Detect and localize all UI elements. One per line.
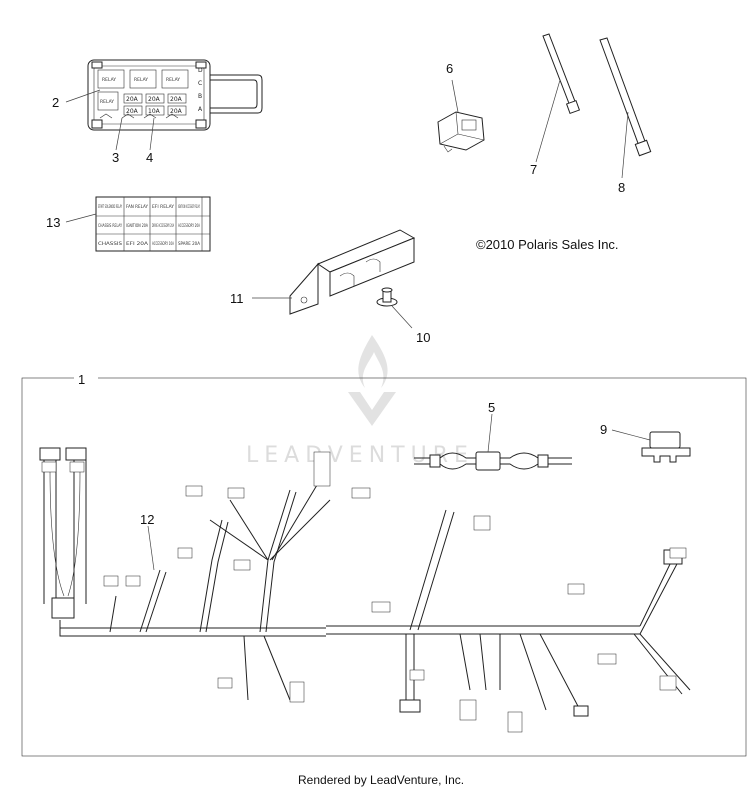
- decal-r2c3: DRIVE ACCESSORY 20A: [152, 223, 174, 229]
- harness-frame: [21, 377, 747, 757]
- watermark-logo: LEADVENTURE: [246, 335, 468, 468]
- decal-r3c4: SPARE 20A: [178, 241, 201, 247]
- col-letter-c: C: [198, 80, 202, 87]
- relay-label-3: RELAY: [166, 77, 180, 83]
- callout-1: 1: [78, 372, 85, 387]
- pushpin-part: [376, 287, 398, 307]
- fuse-r1-2: 20A: [148, 96, 161, 103]
- inline-fuse-harness: [414, 451, 572, 471]
- fuse-r1-3: 20A: [170, 96, 183, 103]
- decal-r1c3: EFI RELAY: [152, 204, 174, 210]
- callout-10: 10: [416, 330, 430, 345]
- leader-8: [621, 111, 629, 179]
- leader-3: [115, 117, 123, 151]
- fuse-r1-1: 20A: [126, 96, 139, 103]
- fuse-r2-3: 20A: [170, 108, 183, 115]
- col-letter-a: A: [198, 106, 203, 113]
- fuse-decal: START SOLENOID RELAY FAN RELAY EFI RELAY…: [95, 196, 211, 252]
- col-letter-b: B: [198, 93, 202, 100]
- leader-5: [487, 413, 493, 453]
- decal-r3c1: CHASSIS: [98, 241, 122, 247]
- decal-r1c4: IGNITION ACCESSORY RELAY: [178, 204, 200, 210]
- fuse-box: RELAY RELAY RELAY RELAY 20A 20A 20A 20A …: [87, 59, 263, 131]
- fuse-part: [641, 431, 691, 463]
- leader-10: [391, 305, 413, 329]
- leader-6: [451, 79, 459, 113]
- leader-9: [611, 429, 651, 441]
- decal-r3c2: EFI 20A: [126, 241, 149, 247]
- copyright-text: ©2010 Polaris Sales Inc.: [476, 237, 619, 252]
- bracket-part: [289, 229, 416, 315]
- callout-6: 6: [446, 61, 453, 76]
- col-letter-d: D: [198, 67, 203, 74]
- callout-3: 3: [112, 150, 119, 165]
- leader-12: [147, 525, 155, 571]
- decal-r1c1: START SOLENOID RELAY: [98, 204, 122, 210]
- harness-right: [326, 509, 691, 717]
- relay-label-4: RELAY: [100, 99, 114, 105]
- leader-7: [535, 79, 561, 163]
- callout-4: 4: [146, 150, 153, 165]
- callout-8: 8: [618, 180, 625, 195]
- connector-part: [437, 111, 485, 153]
- callout-11: 11: [230, 291, 244, 306]
- decal-r2c4: ACCESSORY 20A: [178, 223, 201, 229]
- relay-label-1: RELAY: [102, 77, 116, 83]
- cable-tie-small: [542, 33, 581, 115]
- harness-tags: [41, 451, 687, 733]
- harness-left: [39, 447, 331, 701]
- relay-label-2: RELAY: [134, 77, 148, 83]
- cable-tie-large: [599, 37, 652, 157]
- footer-credit: Rendered by LeadVenture, Inc.: [298, 773, 464, 787]
- leader-4: [149, 117, 155, 151]
- decal-r2c1: CHASSIS RELAY: [98, 223, 122, 229]
- callout-2: 2: [52, 95, 59, 110]
- decal-r1c2: FAN RELAY: [126, 204, 148, 210]
- fuse-r2-2: 10A: [148, 108, 161, 115]
- callout-12: 12: [140, 512, 154, 527]
- callout-1-bg: [74, 371, 98, 385]
- decal-r2c2: IGNITION 20A: [126, 223, 149, 229]
- fuse-r2-1: 20A: [126, 108, 139, 115]
- callout-9: 9: [600, 422, 607, 437]
- leader-13: [65, 213, 97, 223]
- callout-13: 13: [46, 215, 60, 230]
- callout-5: 5: [488, 400, 495, 415]
- decal-r3c3: ACCESSORY 10A: [152, 241, 175, 247]
- callout-7: 7: [530, 162, 537, 177]
- leader-2: [65, 89, 101, 103]
